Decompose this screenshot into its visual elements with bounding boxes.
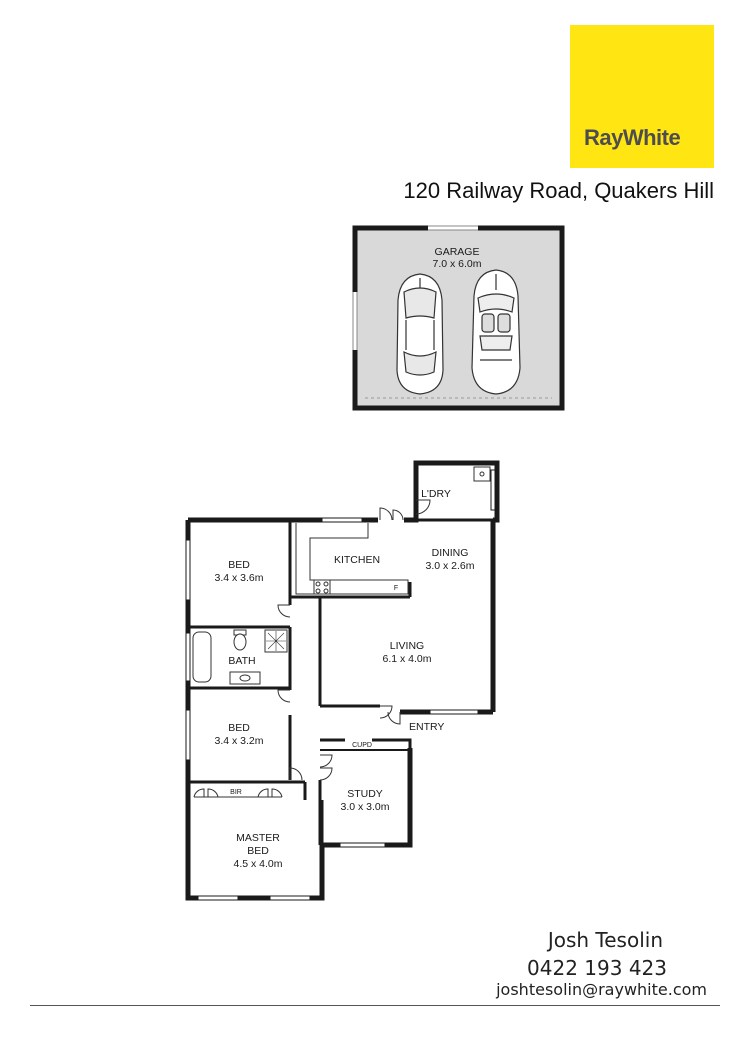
dining-size: 3.0 x 2.6m bbox=[425, 560, 474, 572]
property-address: 120 Railway Road, Quakers Hill bbox=[403, 178, 714, 203]
footer-divider bbox=[30, 1005, 720, 1006]
kitchen-label: KITCHEN bbox=[334, 554, 380, 566]
doors bbox=[193, 499, 431, 798]
study-size: 3.0 x 3.0m bbox=[340, 801, 389, 813]
master-size: 4.5 x 4.0m bbox=[233, 858, 282, 870]
logo-wordmark: RayWhite bbox=[584, 125, 681, 150]
raywhite-logo: RayWhite bbox=[570, 25, 714, 168]
master-label: MASTER bbox=[236, 832, 280, 844]
room-labels: L'DRY KITCHEN DINING 3.0 x 2.6m F BED 3.… bbox=[214, 488, 474, 870]
windows bbox=[185, 469, 496, 901]
garage-size: 7.0 x 6.0m bbox=[432, 258, 481, 270]
garage-area: GARAGE 7.0 x 6.0m bbox=[352, 225, 565, 411]
agent-name: Josh Tesolin bbox=[547, 928, 663, 952]
bed1-size: 3.4 x 3.6m bbox=[214, 572, 263, 584]
laundry-label: L'DRY bbox=[421, 488, 451, 500]
living-size: 6.1 x 4.0m bbox=[382, 653, 431, 665]
living-label: LIVING bbox=[390, 640, 424, 652]
fridge-label: F bbox=[394, 585, 398, 592]
bed2-size: 3.4 x 3.2m bbox=[214, 735, 263, 747]
car-icon bbox=[471, 269, 521, 395]
entry-label: ENTRY bbox=[409, 721, 444, 733]
interior-walls bbox=[188, 520, 412, 845]
agent-email: joshtesolin@raywhite.com bbox=[496, 980, 707, 999]
agent-phone: 0422 193 423 bbox=[527, 956, 667, 980]
dining-label: DINING bbox=[432, 547, 469, 559]
car-icon bbox=[396, 273, 444, 395]
bath-label: BATH bbox=[228, 655, 255, 667]
master-label-2: BED bbox=[247, 845, 269, 857]
bed2-label: BED bbox=[228, 722, 250, 734]
fixtures bbox=[192, 466, 491, 685]
cupd-label: CUPD bbox=[352, 742, 372, 749]
garage-name: GARAGE bbox=[435, 246, 480, 258]
bir-label: BIR bbox=[230, 789, 242, 796]
bed1-label: BED bbox=[228, 559, 250, 571]
study-label: STUDY bbox=[347, 788, 383, 800]
